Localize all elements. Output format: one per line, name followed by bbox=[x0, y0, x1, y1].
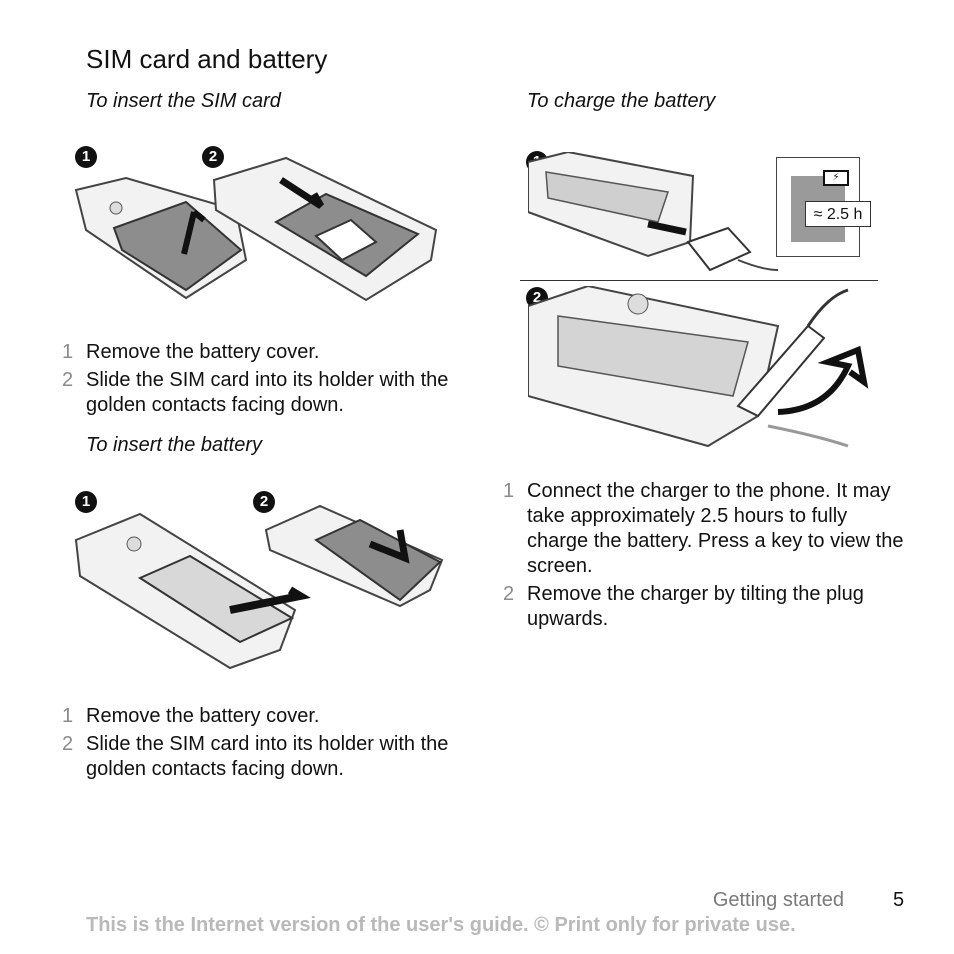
arrow-left-icon bbox=[229, 586, 311, 614]
charger-connect-illustration bbox=[528, 152, 778, 272]
list-item: 1 Remove the battery cover. bbox=[62, 340, 462, 365]
arrow-up-icon bbox=[181, 209, 206, 255]
arrow-down-icon bbox=[279, 177, 325, 209]
step-number: 2 bbox=[503, 583, 515, 605]
list-item: 2 Slide the SIM card into its holder wit… bbox=[62, 368, 462, 418]
charger-remove-illustration bbox=[528, 286, 869, 448]
phone-battery-illustration bbox=[74, 512, 311, 670]
sim-badge-2: 2 bbox=[202, 146, 224, 168]
list-item: 1 Connect the charger to the phone. It m… bbox=[503, 479, 913, 579]
step-text: Remove the battery cover. bbox=[86, 341, 320, 363]
step-number: 1 bbox=[62, 341, 74, 363]
phone-back-illustration bbox=[74, 176, 248, 300]
sim-badge-1: 1 bbox=[75, 146, 97, 168]
battery-badge-1: 1 bbox=[75, 491, 97, 513]
battery-heading: To insert the battery bbox=[86, 434, 263, 456]
arrow-curved-icon bbox=[777, 345, 869, 415]
battery-badge-2: 2 bbox=[253, 491, 275, 513]
footer-section: Getting started bbox=[712, 889, 844, 911]
list-item: 1 Remove the battery cover. bbox=[62, 704, 462, 729]
phone-sim-illustration bbox=[212, 156, 438, 302]
battery-steps: 1 Remove the battery cover. 2 Slide the … bbox=[62, 704, 462, 785]
battery-illustration bbox=[74, 504, 444, 670]
step-text: Remove the charger by tilting the plug u… bbox=[527, 583, 864, 630]
step-number: 1 bbox=[62, 705, 74, 727]
arrow-down-icon bbox=[368, 529, 410, 564]
step-text: Slide the SIM card into its holder with … bbox=[86, 369, 449, 416]
sim-steps: 1 Remove the battery cover. 2 Slide the … bbox=[62, 340, 462, 421]
divider bbox=[520, 280, 878, 281]
step-number: 2 bbox=[62, 733, 74, 755]
charge-heading: To charge the battery bbox=[527, 90, 716, 112]
phone-cover-illustration bbox=[264, 504, 444, 608]
page-number: 5 bbox=[893, 889, 905, 911]
step-number: 1 bbox=[503, 480, 515, 502]
list-item: 2 Remove the charger by tilting the plug… bbox=[503, 582, 913, 632]
charge-steps: 1 Connect the charger to the phone. It m… bbox=[503, 479, 913, 635]
step-text: Remove the battery cover. bbox=[86, 705, 320, 727]
footer-notice: This is the Internet version of the user… bbox=[86, 914, 796, 936]
page-title: SIM card and battery bbox=[86, 44, 328, 74]
sim-illustration bbox=[74, 156, 438, 302]
step-text: Slide the SIM card into its holder with … bbox=[86, 733, 449, 780]
sim-heading: To insert the SIM card bbox=[86, 90, 281, 112]
battery-charging-icon: ⚡ bbox=[823, 170, 849, 186]
list-item: 2 Slide the SIM card into its holder wit… bbox=[62, 732, 462, 782]
step-number: 2 bbox=[62, 369, 74, 391]
step-text: Connect the charger to the phone. It may… bbox=[527, 480, 904, 577]
arrow-left-icon bbox=[647, 220, 687, 236]
charge-time-label: ≈ 2.5 h bbox=[805, 201, 871, 227]
